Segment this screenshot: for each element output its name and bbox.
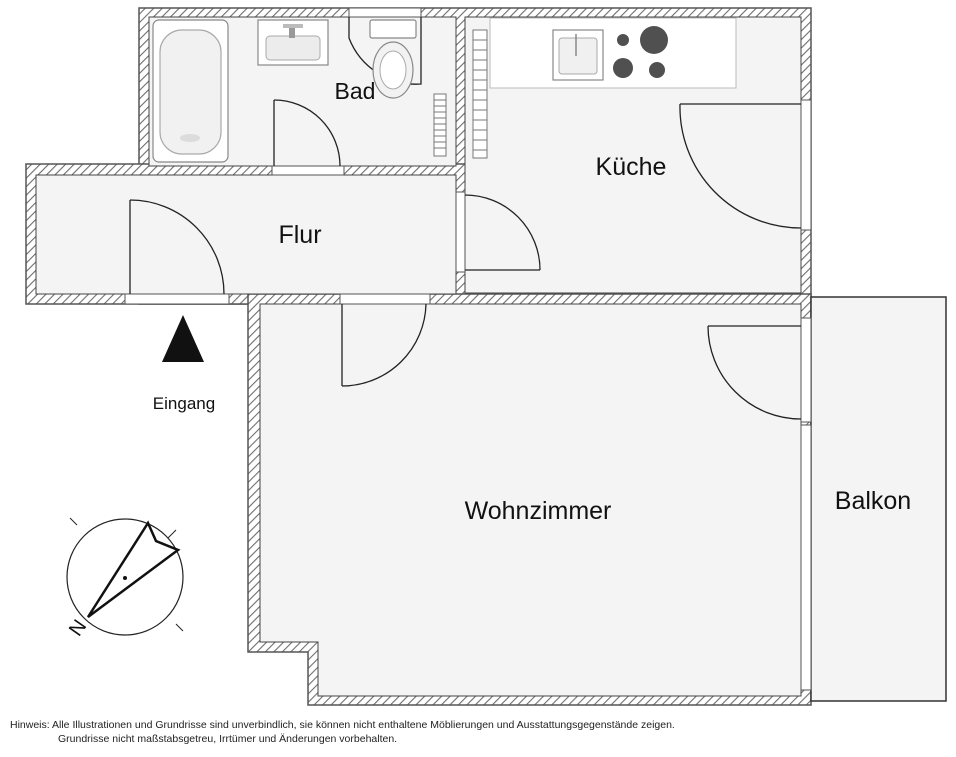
- wall-openings: [124, 7, 812, 691]
- room-label-kueche: Küche: [596, 153, 667, 181]
- room-label-balkon: Balkon: [835, 487, 911, 515]
- compass-icon: N: [65, 517, 184, 640]
- wohnzimmer-floor: [259, 303, 802, 697]
- kitchen-counter: [489, 17, 737, 89]
- flur-floor: [35, 174, 457, 295]
- balkon-floor: [810, 296, 947, 702]
- kitchen-radiator-icon: [472, 29, 488, 159]
- entrance-label: Eingang: [153, 394, 215, 413]
- disclaimer: Hinweis: Alle Illustrationen und Grundri…: [10, 718, 946, 746]
- toilet-icon: [369, 19, 417, 99]
- radiator-icon: [433, 93, 447, 157]
- stove-icon: [613, 26, 668, 78]
- room-label-bad: Bad: [335, 78, 376, 104]
- disclaimer-line-1: Hinweis: Alle Illustrationen und Grundri…: [10, 719, 675, 731]
- bathtub-icon: [152, 19, 229, 163]
- room-label-wohnzimmer: Wohnzimmer: [465, 497, 612, 525]
- disclaimer-line-2: Grundrisse nicht maßstabsgetreu, Irrtüme…: [58, 733, 398, 745]
- kitchen-sink-icon: [552, 29, 604, 81]
- sink-icon: [257, 19, 329, 66]
- room-label-flur: Flur: [278, 221, 321, 249]
- entrance-arrow-icon: [162, 315, 204, 362]
